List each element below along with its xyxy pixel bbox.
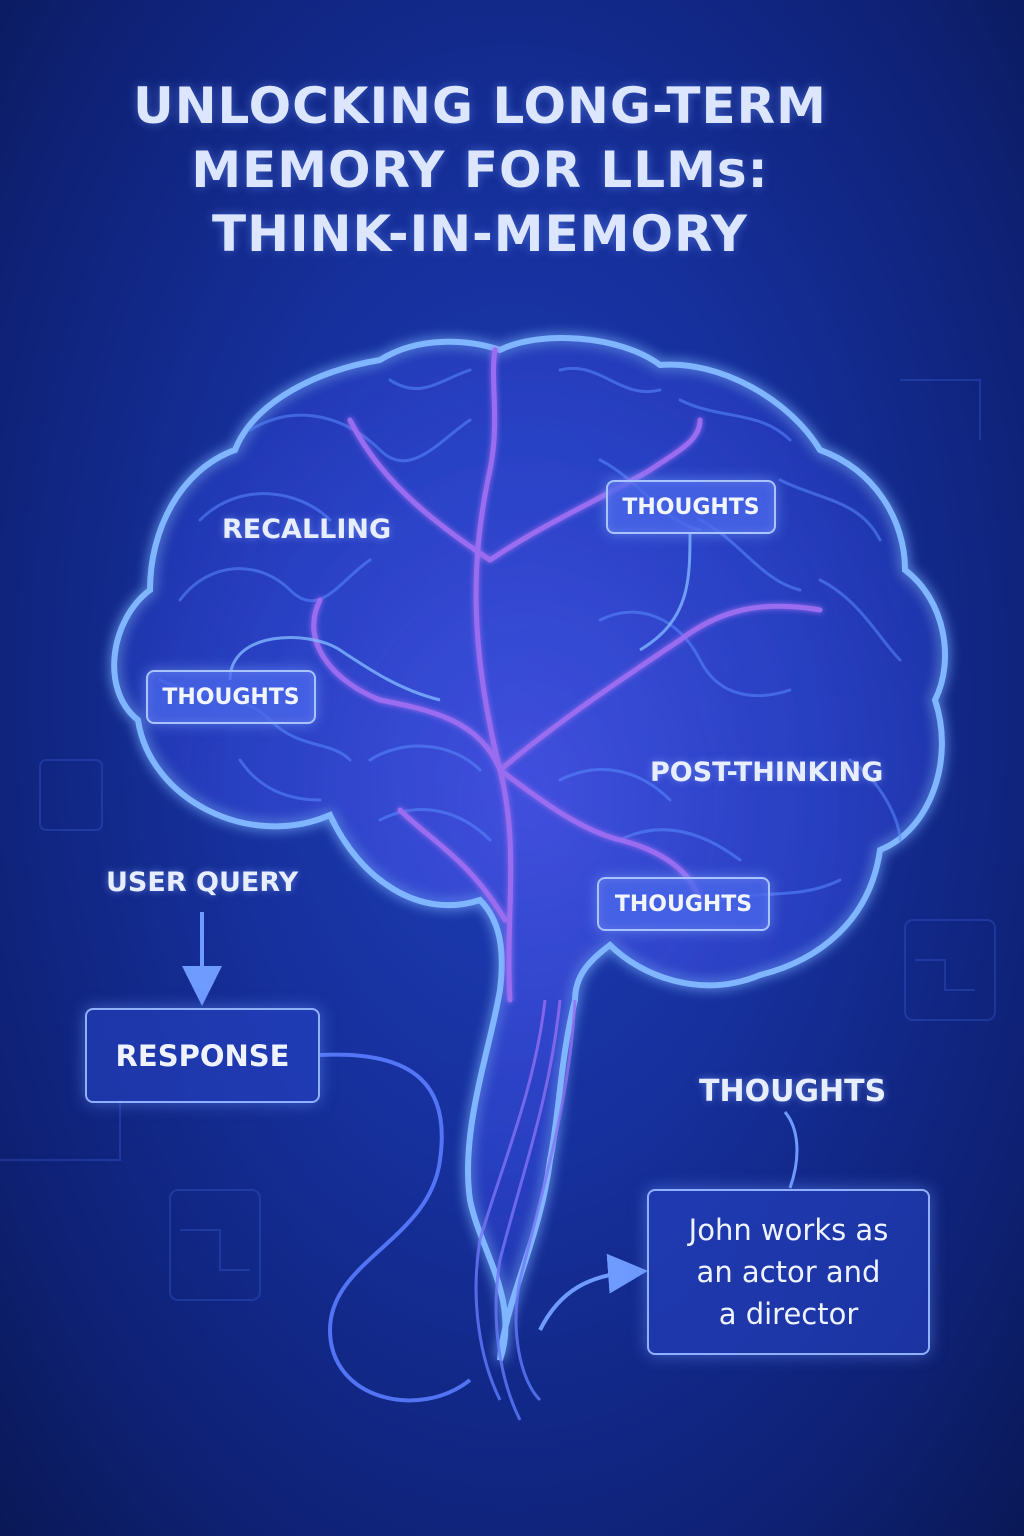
thoughts-chip-lower: THOUGHTS xyxy=(597,877,770,931)
connector-left-thoughts xyxy=(228,636,441,702)
title-line-1: UNLOCKING LONG-TERM xyxy=(133,77,827,135)
memory-note-line-1: John works as xyxy=(688,1213,889,1247)
memory-note-box: John works as an actor and a director xyxy=(647,1189,930,1355)
thoughts-chip-top-right: THOUGHTS xyxy=(606,480,776,534)
title-line-2: MEMORY FOR LLMs: xyxy=(191,141,769,199)
page-title: UNLOCKING LONG-TERM MEMORY FOR LLMs: THI… xyxy=(80,74,880,266)
thoughts-heading: THOUGHTS xyxy=(699,1074,887,1109)
brain-outline xyxy=(111,335,948,1361)
background-circuit-decor xyxy=(0,379,996,1301)
memory-note-line-2: an actor and xyxy=(696,1255,881,1289)
response-label: RESPONSE xyxy=(115,1038,290,1073)
brain-veins xyxy=(311,347,823,1003)
response-box: RESPONSE xyxy=(85,1008,320,1103)
post-thinking-label: POST-THINKING xyxy=(650,757,884,788)
brain-stem-strands xyxy=(474,999,577,1421)
memory-arrow xyxy=(538,1253,648,1331)
thoughts-heading-connector xyxy=(783,1111,799,1189)
connector-top-thoughts xyxy=(639,531,692,652)
memory-note-line-3: a director xyxy=(718,1297,859,1331)
user-query-label: USER QUERY xyxy=(106,867,299,898)
thoughts-chip-left: THOUGHTS xyxy=(146,670,316,724)
title-line-3: THINK-IN-MEMORY xyxy=(212,205,748,263)
recalling-label: RECALLING xyxy=(222,514,392,545)
brain-folds xyxy=(158,366,902,902)
response-connector xyxy=(319,1052,472,1403)
